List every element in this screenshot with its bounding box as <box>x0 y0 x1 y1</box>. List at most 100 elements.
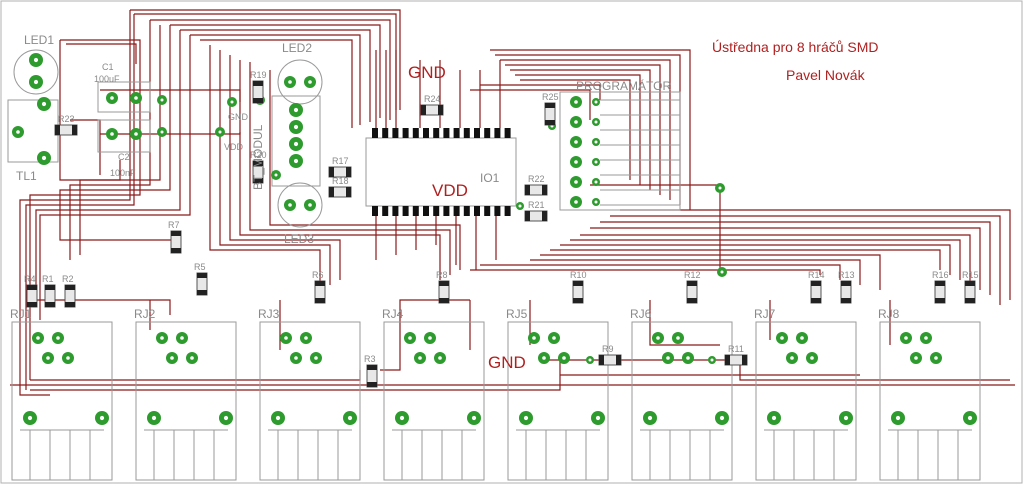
resistor-label: R20 <box>250 150 267 160</box>
resistor-label: R11 <box>728 344 744 354</box>
resistor-label: R16 <box>932 270 949 280</box>
via-hole <box>160 98 164 102</box>
resistor-label: R3 <box>364 354 376 364</box>
jack-pad-hole <box>810 356 814 360</box>
c1-pad-hole <box>110 96 114 100</box>
ic-pad-bottom <box>494 206 501 216</box>
resistor-terminal <box>346 187 351 197</box>
jack-pad-hole <box>180 336 184 340</box>
resistor-terminal <box>438 105 443 115</box>
programmer-pad-hole <box>594 100 598 104</box>
led2-pad-hole <box>288 80 292 84</box>
jack-label-rj7: RJ7 <box>754 307 776 321</box>
jack-pad-hole <box>656 336 660 340</box>
resistor-terminal <box>545 120 555 125</box>
jack-pad-hole <box>666 356 670 360</box>
led1-label: LED1 <box>24 33 54 47</box>
jack-outlines <box>11 321 981 481</box>
rj4-outline <box>383 321 485 481</box>
resistor-terminal <box>197 290 207 295</box>
jack-mount-pad-hole <box>347 415 353 421</box>
bt-module-pad-hole <box>293 124 299 130</box>
resistor-terminal <box>171 231 181 236</box>
ic-pad-bottom <box>382 206 389 216</box>
resistor-terminal <box>27 302 37 307</box>
c2-outline <box>97 119 151 153</box>
resistor-terminal <box>935 298 945 303</box>
resistor-terminal <box>315 298 325 303</box>
resistor-terminal <box>725 355 730 365</box>
tl1-pad-hole <box>41 101 47 107</box>
resistor-terminal <box>525 185 530 195</box>
ic-pad-top <box>382 128 389 138</box>
jack-pad-hole <box>190 356 194 360</box>
jack-label-rj5: RJ5 <box>506 307 528 321</box>
programmer-pad-hole <box>574 120 578 124</box>
led2-outline <box>277 59 323 105</box>
resistor-label: R12 <box>684 270 701 280</box>
ic-pad-bottom <box>412 206 419 216</box>
ic-pad-top <box>474 128 480 138</box>
c2-pad-hole <box>110 132 114 136</box>
jack-mount-pad-hole <box>771 415 777 421</box>
resistor-terminal <box>542 185 547 195</box>
resistor-terminal <box>65 285 75 290</box>
resistor-terminal <box>439 298 449 303</box>
jack-pad-hole <box>418 356 422 360</box>
bt-module-outline <box>271 95 321 187</box>
ic-pad-bottom <box>392 206 399 216</box>
resistor-terminal <box>439 281 449 286</box>
resistor-terminal <box>253 98 263 103</box>
resistor-terminal <box>171 248 181 253</box>
resistor-label: R10 <box>570 270 587 280</box>
resistor-terminal <box>421 105 426 115</box>
jack-mount-pad-hole <box>523 415 529 421</box>
rj8-outline <box>879 321 981 481</box>
jack-pad-hole <box>686 356 690 360</box>
programmer-pad-hole <box>574 180 578 184</box>
programmer-pad-hole <box>574 140 578 144</box>
via-hole <box>588 358 592 362</box>
ic-pad-bottom <box>504 206 511 216</box>
resistor-terminal <box>329 187 334 197</box>
ic-pad-top <box>372 128 378 138</box>
c2-pad-hole <box>134 132 138 136</box>
resistor-terminal <box>253 81 263 86</box>
resistor-label: R9 <box>602 344 614 354</box>
resistor-terminal <box>811 298 821 303</box>
resistor-label: R15 <box>962 270 979 280</box>
ic-pad-top <box>402 128 409 138</box>
tl1-pad-hole <box>41 155 47 161</box>
jack-mount-pad-hole <box>399 415 405 421</box>
jack-pad-hole <box>408 336 412 340</box>
resistor-label: R25 <box>542 92 559 102</box>
led3-pad-hole <box>308 203 312 207</box>
resistor-terminal <box>573 281 583 286</box>
via-hole <box>274 173 278 177</box>
jack-mount-pad-hole <box>471 415 477 421</box>
rj5-outline <box>507 321 609 481</box>
resistor-terminal <box>935 281 945 286</box>
resistor-terminal <box>599 355 604 365</box>
ic-pad-bottom <box>433 206 440 216</box>
ic-pad-bottom <box>453 206 460 216</box>
resistor-terminal <box>965 281 975 286</box>
ic-pad-top <box>412 128 419 138</box>
ic-pad-top <box>443 128 450 138</box>
net-gnd-bottom: GND <box>488 353 526 372</box>
bt-module-pad-hole <box>293 141 299 147</box>
jack-mount-pad-hole <box>719 415 725 421</box>
resistor-terminal <box>545 103 555 108</box>
resistor-terminal <box>346 167 351 177</box>
ic-pad-top <box>504 128 511 138</box>
jack-pad-hole <box>314 356 318 360</box>
resistor-label: R23 <box>58 114 75 124</box>
jack-mount-pad-hole <box>895 415 901 421</box>
resistor-terminal <box>811 281 821 286</box>
resistor-terminal <box>616 355 621 365</box>
resistor-terminal <box>965 298 975 303</box>
ic-pad-top <box>463 128 470 138</box>
via-hole <box>720 270 724 274</box>
